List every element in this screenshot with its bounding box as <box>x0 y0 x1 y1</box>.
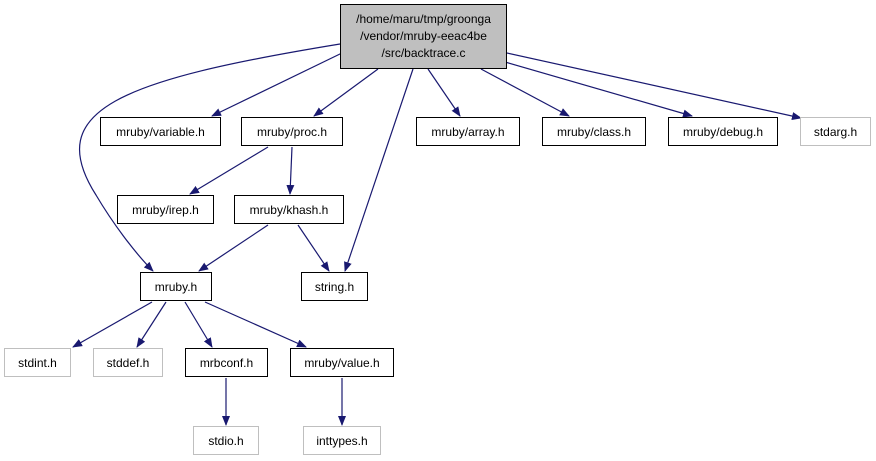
node-mrbconf-h[interactable]: mrbconf.h <box>185 348 268 377</box>
edge-mruby-to-stdint <box>72 301 153 348</box>
node-mruby-variable-h[interactable]: mruby/variable.h <box>100 117 221 146</box>
edge-root-to-array <box>427 68 461 117</box>
edge-proc-to-khash <box>286 146 295 195</box>
node-mruby-irep-h[interactable]: mruby/irep.h <box>117 195 214 224</box>
edge-mruby-to-mrbconf <box>184 301 213 348</box>
edge-khash-to-mruby <box>198 224 269 272</box>
node-stddef-h[interactable]: stddef.h <box>93 348 163 377</box>
edge-root-to-debug <box>504 61 693 118</box>
node-mruby-proc-h[interactable]: mruby/proc.h <box>241 117 343 146</box>
edge-mruby-to-stddef <box>136 301 167 348</box>
node-mruby-class-h[interactable]: mruby/class.h <box>542 117 646 146</box>
node-inttypes-h[interactable]: inttypes.h <box>303 426 381 455</box>
edge-root-to-stdarg <box>506 52 802 120</box>
node-stdint-h[interactable]: stdint.h <box>4 348 71 377</box>
edge-root-to-string <box>344 68 414 272</box>
root-path-line-1: /home/maru/tmp/groonga <box>356 12 491 26</box>
edge-root-to-mruby <box>78 43 341 272</box>
edge-root-to-variable <box>211 52 343 117</box>
edge-root-to-class <box>480 68 570 117</box>
root-path-line-3: /src/backtrace.c <box>381 46 466 60</box>
node-stdarg-h[interactable]: stdarg.h <box>800 117 871 146</box>
edge-mruby-to-value <box>204 301 307 348</box>
node-mruby-debug-h[interactable]: mruby/debug.h <box>668 117 778 146</box>
edge-root-to-proc <box>313 68 379 117</box>
edge-proc-to-irep <box>189 146 269 195</box>
edges-layer <box>72 43 802 426</box>
node-mruby-khash-h[interactable]: mruby/khash.h <box>234 195 344 224</box>
node-backtrace-c[interactable]: /home/maru/tmp/groonga /vendor/mruby-eea… <box>340 4 507 69</box>
node-mruby-h[interactable]: mruby.h <box>140 272 212 301</box>
root-path-line-2: /vendor/mruby-eeac4be <box>360 29 487 43</box>
edge-khash-to-string <box>297 224 330 272</box>
node-stdio-h[interactable]: stdio.h <box>193 426 259 455</box>
node-string-h[interactable]: string.h <box>301 272 368 301</box>
node-mruby-array-h[interactable]: mruby/array.h <box>416 117 520 146</box>
node-mruby-value-h[interactable]: mruby/value.h <box>290 348 394 377</box>
